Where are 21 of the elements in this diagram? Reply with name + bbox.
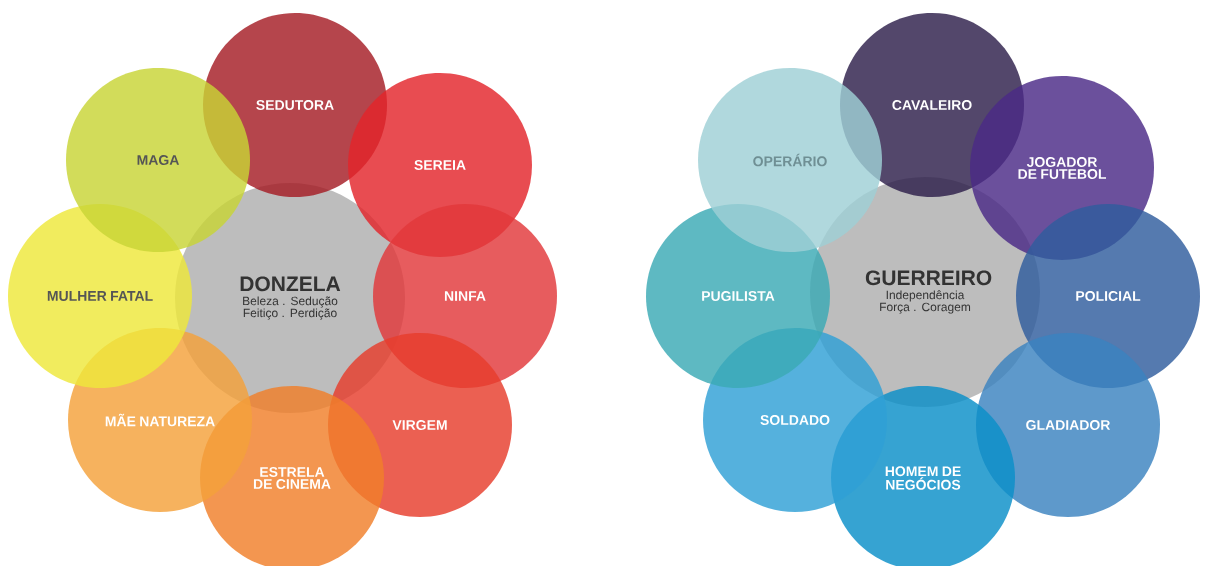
circle-label: ESTRELA DE CINEMA: [253, 467, 331, 489]
circle-label: JOGADOR DE FUTEBOL: [1018, 157, 1106, 179]
circle-label: HOMEM DE NEGÓCIOS: [885, 466, 961, 490]
circle-label: PUGILISTA: [702, 291, 775, 301]
title-text: GUERREIRO Independência Força . Coragem: [865, 270, 992, 314]
circle-label: MAGA: [137, 155, 179, 165]
circle-label: SOLDADO: [760, 415, 830, 425]
circle-label: NINFA: [444, 291, 486, 301]
circle-label: VIRGEM: [392, 420, 447, 430]
circle-label: POLICIAL: [1076, 291, 1141, 301]
title-text: DONZELA Beleza . Sedução Feitiço . Perdição: [240, 276, 341, 320]
circle-label: GLADIADOR: [1026, 420, 1111, 430]
circle-label: SEREIA: [414, 160, 466, 170]
circle-label: MULHER FATAL: [47, 291, 153, 301]
circle-label: SEDUTORA: [256, 100, 334, 110]
circle-label: OPERÁRIO: [753, 153, 827, 167]
circle-label: CAVALEIRO: [892, 100, 972, 110]
circle: [976, 333, 1160, 517]
circle-label: MÃE NATUREZA: [105, 413, 215, 427]
circle: [698, 68, 882, 252]
circle: [66, 68, 250, 252]
